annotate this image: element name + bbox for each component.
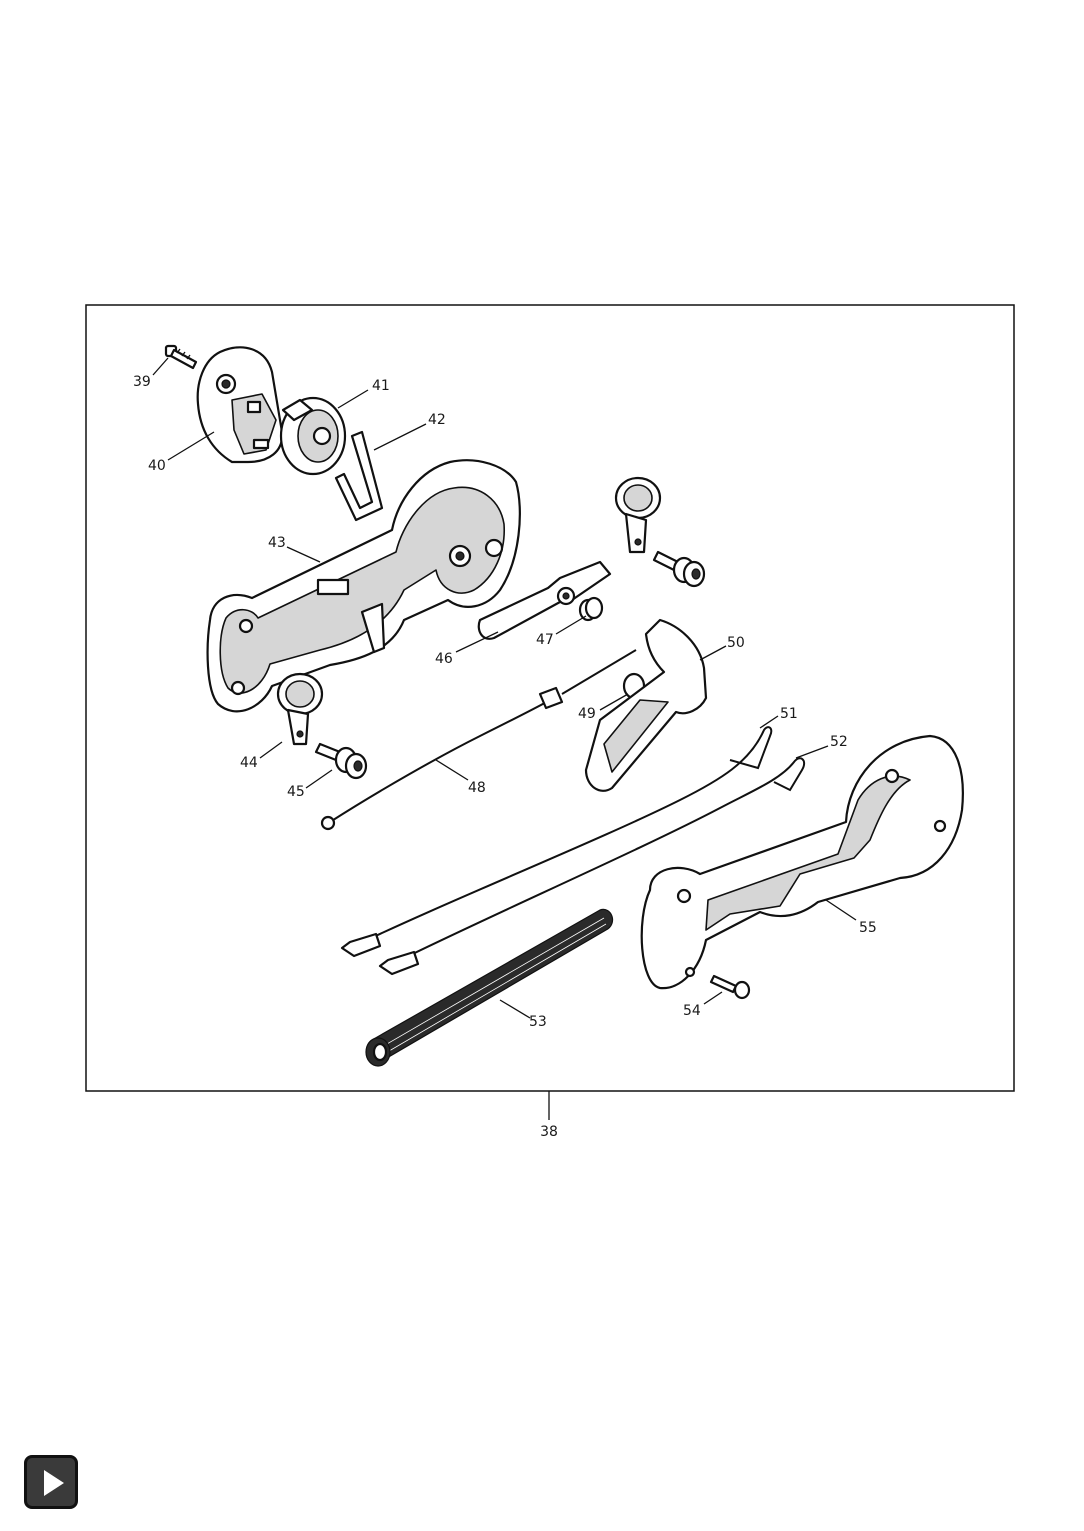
part-52-wire	[378, 757, 806, 976]
part-54-screw	[709, 974, 751, 1000]
part-55-rear-handle	[640, 734, 964, 990]
callout-40: 40	[148, 458, 166, 474]
callout-43: 43	[268, 535, 286, 551]
callout-46: 46	[435, 651, 453, 667]
callout-52: 52	[830, 734, 848, 750]
callout-49: 49	[578, 706, 596, 722]
part-47-spring	[578, 596, 604, 622]
callout-42: 42	[428, 412, 446, 428]
callout-51: 51	[780, 706, 798, 722]
callout-47: 47	[536, 632, 554, 648]
callout-labels: 39 40 41 42 43 44 45 46 47 48 49 50 51 5…	[133, 374, 877, 1030]
diagram-frame	[85, 304, 1015, 1092]
part-53-spiral-tube	[365, 908, 614, 1067]
part-45-bolt	[314, 742, 368, 780]
part-42-spring	[334, 430, 384, 522]
callout-45: 45	[287, 784, 305, 800]
part-43-handle-half	[206, 459, 521, 713]
leader-lines	[152, 357, 857, 1019]
callout-55: 55	[859, 920, 877, 936]
callout-44: 44	[240, 755, 258, 771]
part-46-throttle-trigger	[477, 560, 612, 640]
part-39-screw	[164, 344, 198, 370]
callout-39: 39	[133, 374, 151, 390]
play-triangle-icon	[44, 1470, 64, 1496]
callout-54: 54	[683, 1003, 701, 1019]
part-40-side-cover	[196, 346, 284, 464]
part-44-clamp	[276, 672, 324, 746]
assembly-callout: 38	[540, 1124, 558, 1140]
callout-41: 41	[372, 378, 390, 394]
part-48-throttle-cable	[320, 649, 637, 831]
part-50-lockout-lever	[584, 618, 708, 792]
callout-48: 48	[468, 780, 486, 796]
part-41-knob	[279, 396, 347, 476]
next-page-button[interactable]	[24, 1455, 78, 1509]
part-51-wire	[340, 726, 773, 958]
callout-53: 53	[529, 1014, 547, 1030]
callout-50: 50	[727, 635, 745, 651]
part-clamp-upper	[614, 476, 706, 588]
